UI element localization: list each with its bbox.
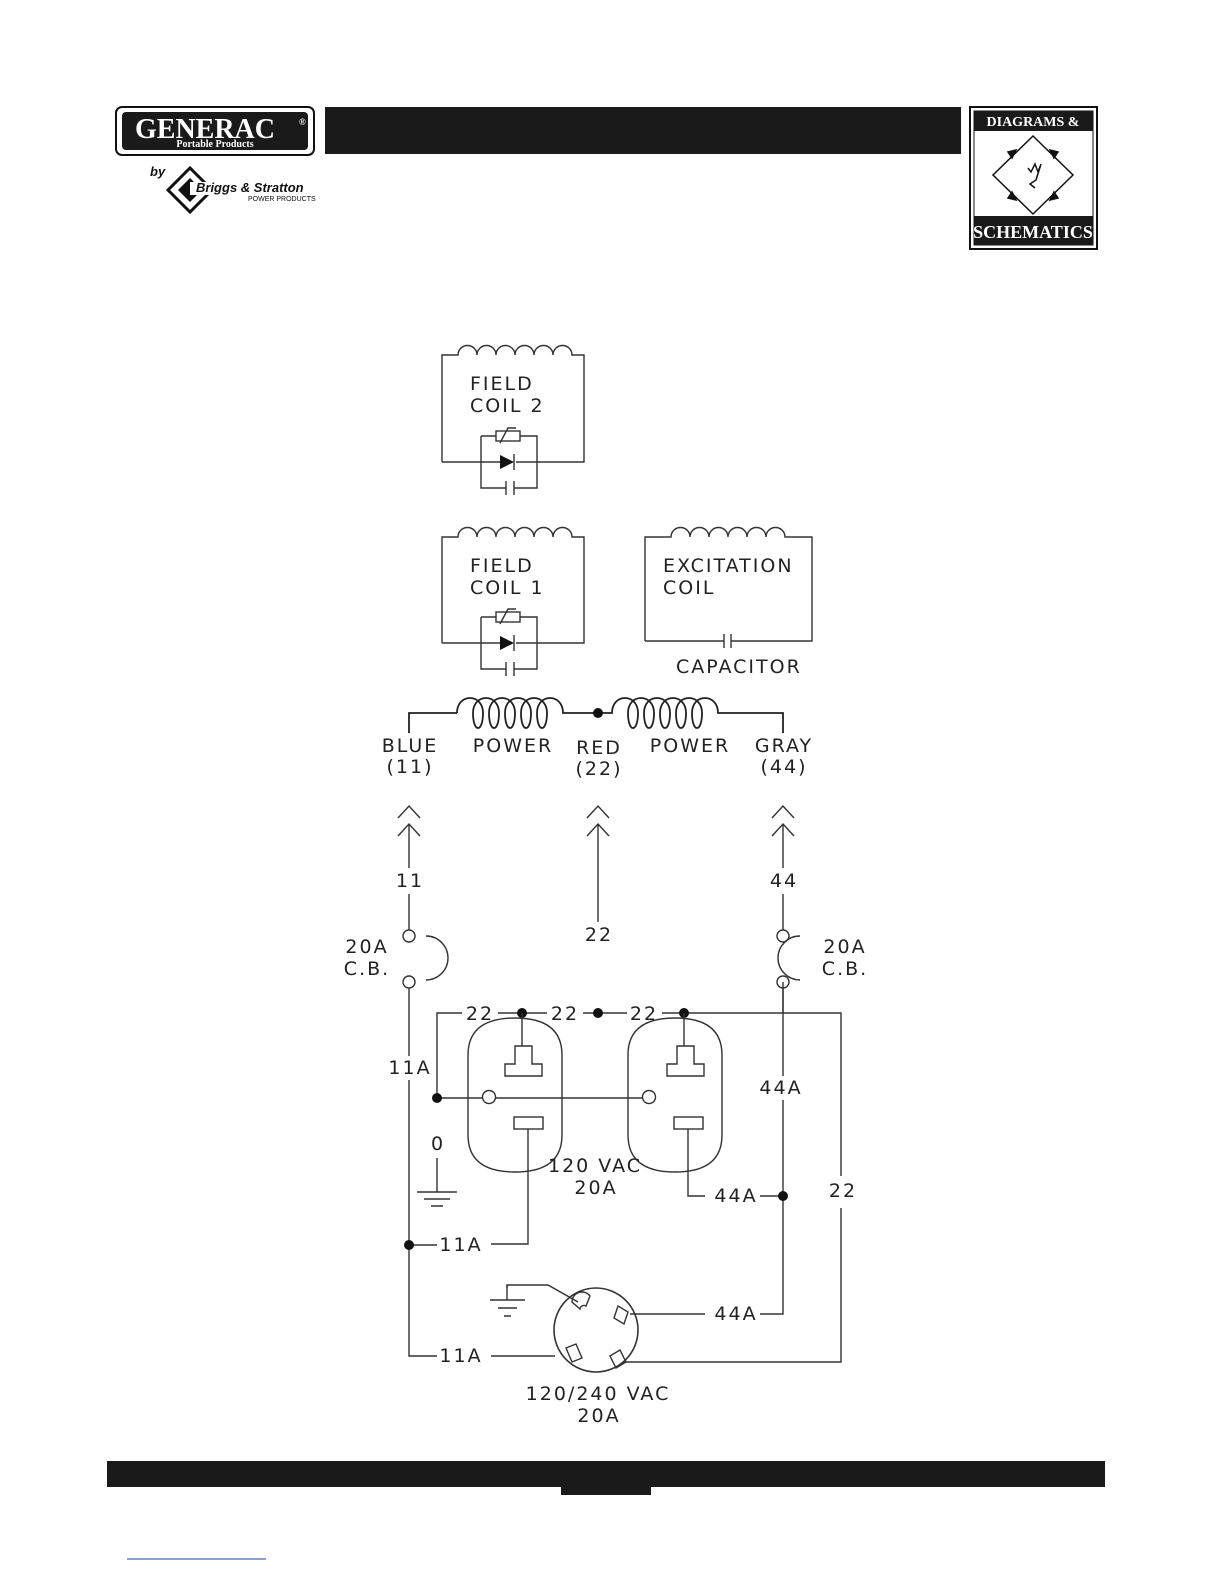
junction-dot [593, 708, 603, 718]
diode-icon [500, 455, 514, 469]
neutral-bus-22: 22 22 22 22 [437, 982, 857, 1362]
capacitor-label: CAPACITOR [676, 656, 802, 678]
breaker-right-type: C.B. [822, 958, 868, 980]
badge-bottom-text: SCHEMATICS [973, 222, 1093, 242]
section-badge: DIAGRAMS & SCHEMATICS [970, 107, 1097, 249]
bus-22-b-label: 22 [551, 1003, 579, 1025]
connector-red [587, 806, 609, 922]
connector-blue [398, 806, 420, 868]
registered-mark: ® [299, 117, 306, 127]
field-coil-1-line2: COIL 1 [470, 577, 545, 599]
twistlock-voltage-label: 120/240 VAC [526, 1383, 671, 1405]
field-coil-1-line1: FIELD [470, 555, 534, 577]
brand-sub: Portable Products [176, 139, 253, 150]
lead-blue-label: BLUE [382, 735, 439, 757]
wire-22-right-label: 22 [829, 1180, 857, 1202]
breaker-right-rating: 20A [823, 936, 866, 958]
excitation-line1: EXCITATION [663, 555, 794, 577]
wire-44a-rcpt-label: 44A [714, 1185, 757, 1207]
capacitor-icon [724, 634, 731, 648]
breaker-left-rating: 20A [345, 936, 388, 958]
partner-sub: POWER PRODUCTS [248, 196, 316, 203]
lead-red-label: RED [576, 737, 622, 759]
stator-power-windings: BLUE (11) POWER RED (22) POWER GRAY (44) [382, 698, 813, 780]
footer-bar [107, 1455, 1105, 1495]
breaker-right: 20A C.B. [760, 894, 868, 1314]
diode-icon [500, 636, 514, 650]
wire-44a-vertical-label: 44A [759, 1077, 802, 1099]
generac-logo: GENERAC ® Portable Products [116, 107, 314, 155]
wire-0-label: 0 [431, 1133, 445, 1155]
twistlock-amps-label: 20A [577, 1405, 620, 1427]
lead-blue-num: (11) [386, 756, 433, 778]
excitation-line2: COIL [663, 577, 715, 599]
bus-22-c-label: 22 [630, 1003, 658, 1025]
power-right-label: POWER [650, 735, 730, 757]
partner-name: Briggs & Stratton [196, 180, 304, 195]
wire-11a-twist-label: 11A [439, 1345, 482, 1367]
duplex-voltage-label: 120 VAC [548, 1155, 642, 1177]
wire-22-label: 22 [585, 924, 613, 946]
duplex-receptacle-left [468, 1013, 562, 1244]
varistor-icon [496, 612, 520, 622]
lead-gray-label: GRAY [755, 735, 813, 757]
field-coil-2-line2: COIL 2 [470, 395, 545, 417]
ground-icon [417, 1158, 457, 1206]
briggs-logo: by Briggs & Stratton POWER PRODUCTS [150, 164, 316, 212]
excitation-coil: EXCITATION COIL CAPACITOR [645, 528, 812, 679]
twistlock-receptacle [490, 1285, 705, 1372]
breaker-left-type: C.B. [344, 958, 390, 980]
wire-11a-rcpt-label: 11A [439, 1234, 482, 1256]
lead-red-num: (22) [575, 758, 622, 780]
wire-44a-twist-label: 44A [714, 1303, 757, 1325]
duplex-amps-label: 20A [574, 1177, 617, 1199]
connector-gray [772, 806, 794, 868]
power-left-label: POWER [473, 735, 553, 757]
wire-11-label: 11 [396, 870, 424, 892]
field-coil-1: FIELD COIL 1 [442, 528, 584, 677]
title-bar [325, 107, 961, 154]
breaker-left: 20A C.B. [344, 894, 448, 1356]
wire-44-label: 44 [770, 870, 798, 892]
field-coil-2: FIELD COIL 2 [442, 346, 584, 496]
by-label: by [150, 164, 166, 179]
lead-gray-num: (44) [760, 756, 807, 778]
varistor-icon [496, 431, 520, 441]
duplex-receptacle-right [628, 1013, 783, 1196]
wire-11a-vertical-label: 11A [388, 1057, 431, 1079]
field-coil-2-line1: FIELD [470, 373, 534, 395]
badge-top-text: DIAGRAMS & [987, 115, 1080, 130]
